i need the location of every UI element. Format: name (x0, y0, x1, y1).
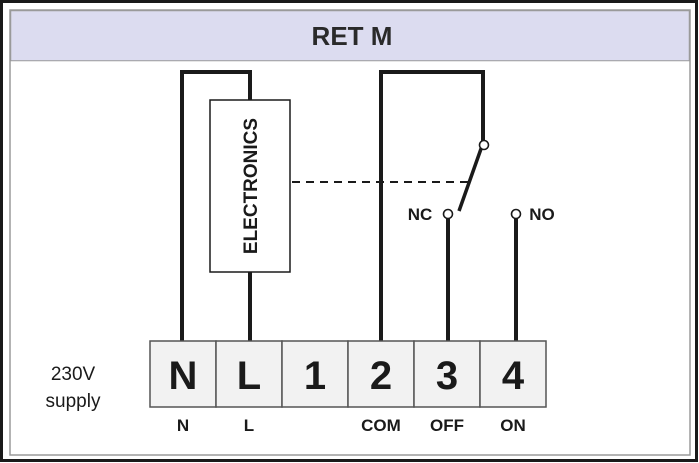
terminal-label-1: 1 (304, 354, 326, 398)
diagram-title: RET M (312, 21, 393, 51)
terminal-block: N L 1 2 3 4 (149, 340, 547, 408)
terminal-2 (347, 340, 415, 408)
header-band (10, 10, 690, 62)
wire-n (180, 70, 252, 342)
terminal-label-3: 3 (436, 354, 458, 398)
terminal-4 (479, 340, 547, 408)
contact-pivot (478, 139, 490, 151)
terminal-label-4: 4 (502, 354, 525, 398)
terminal-sub-2: COM (361, 416, 401, 435)
terminal-n (149, 340, 217, 408)
terminal-label-2: 2 (370, 354, 392, 398)
terminal-label-l: L (237, 354, 261, 398)
terminal-sub-l: L (244, 416, 254, 435)
terminal-sub-3: OFF (430, 416, 464, 435)
contact-no (510, 208, 522, 220)
terminal-sub-n: N (177, 416, 189, 435)
supply-label: supply (46, 391, 101, 412)
electronics-box (209, 99, 291, 273)
supply-voltage: 230V (51, 364, 96, 385)
wires (180, 70, 518, 342)
no-label: NO (529, 205, 555, 224)
terminal-sub-4: ON (500, 416, 526, 435)
terminal-label-n: N (169, 354, 198, 398)
terminal-l (215, 340, 283, 408)
nc-label: NC (408, 205, 433, 224)
switch-blade (457, 145, 484, 212)
electronics-label: ELECTRONICS (241, 118, 262, 254)
wire-com (379, 70, 485, 342)
terminal-1 (281, 340, 349, 408)
contact-nc (442, 208, 454, 220)
